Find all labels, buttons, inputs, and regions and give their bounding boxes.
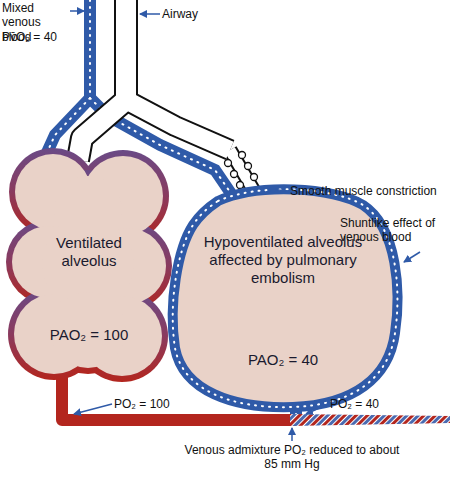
pressure-label: Pv̄O₂ = 40 xyxy=(2,30,82,44)
leader-arrow xyxy=(306,404,328,414)
shunt-label: Shuntlike effect of venous blood xyxy=(340,216,452,245)
alveolus-title: Ventilated alveolus xyxy=(30,234,148,270)
muscle-constriction xyxy=(231,171,238,178)
constriction-label: Smooth muscle constriction xyxy=(290,184,452,198)
airway-lumen xyxy=(78,0,126,160)
alveolus-lobe xyxy=(54,176,122,244)
leader-arrow xyxy=(74,404,112,414)
airway-outline xyxy=(78,0,126,160)
pressure-value: PAO₂ = 100 xyxy=(20,326,158,344)
airway-lumen xyxy=(126,100,230,150)
leader-arrow xyxy=(291,428,293,441)
leader-arrow xyxy=(268,189,288,191)
airway-outline xyxy=(126,100,230,150)
pressure-value: PAO₂ = 40 xyxy=(203,351,363,369)
muscle-constriction xyxy=(239,152,246,159)
ventilated-alveolus: Ventilated alveolusPAO₂ = 100 xyxy=(8,150,170,390)
leader-arrow xyxy=(404,252,420,262)
muscle-constriction xyxy=(225,160,232,167)
muscle-constriction xyxy=(251,174,258,181)
airway-label: Airway xyxy=(162,7,222,21)
admixture-label: Venous admixture PO₂ reduced to about 85… xyxy=(178,443,406,472)
node-outline xyxy=(8,150,170,390)
leader-arrow xyxy=(140,13,160,15)
pressure-label: PO₂ = 40 xyxy=(330,397,410,411)
leader-arrow xyxy=(70,10,84,12)
muscle-constriction xyxy=(245,163,252,170)
pressure-label: PO₂ = 100 xyxy=(114,397,194,411)
muscle-constriction xyxy=(237,182,244,189)
admixture-vessel xyxy=(290,414,450,426)
